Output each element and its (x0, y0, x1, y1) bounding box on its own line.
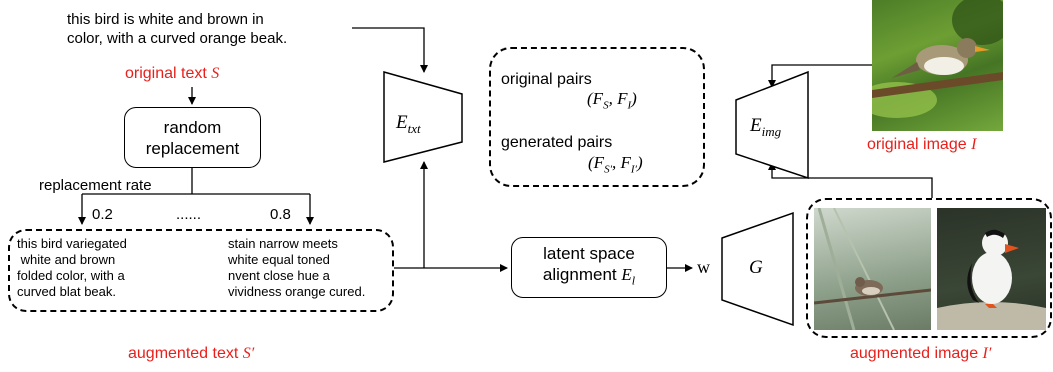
augmented-text-box (8, 229, 394, 312)
original-image-label: original image I (867, 136, 977, 153)
augmented-sample-right: stain narrow meets white equal toned nve… (228, 236, 366, 299)
generated-pairs-formula: (FS′, FI′) (588, 153, 643, 176)
bird-illustration (872, 0, 1003, 131)
text-encoder-label: Etxt (396, 112, 421, 136)
rate-dots: ...... (176, 206, 202, 223)
replacement-rate-label: replacement rate (39, 177, 152, 194)
augmented-image-box (806, 198, 1052, 338)
original-pairs-formula: (FS, FI) (587, 89, 637, 112)
input-text: this bird is white and brown in color, w… (67, 11, 288, 47)
generated-pairs-label: generated pairs (501, 134, 613, 151)
augmented-text-label: augmented text S′ (128, 345, 255, 362)
w-label: w (697, 257, 710, 277)
image-encoder-label: Eimg (750, 115, 782, 139)
original-text-label: original text S (125, 65, 220, 82)
arrow-augmented-to-encoder (768, 162, 933, 198)
original-pairs-label: original pairs (501, 71, 592, 88)
pairs-box (489, 47, 705, 187)
image-encoder-shape (735, 70, 809, 180)
latent-alignment-box: latent space alignment El (511, 237, 667, 298)
augmented-image-2 (937, 208, 1046, 330)
augmented-image-label: augmented image I′ (850, 345, 992, 362)
arrow-image-to-encoder (768, 64, 872, 88)
rate-low: 0.2 (92, 206, 113, 223)
augmented-sample-left: this bird variegated white and brown fol… (17, 236, 127, 299)
rate-high: 0.8 (270, 206, 291, 223)
generator-shape (721, 211, 794, 327)
text-encoder-shape (383, 71, 463, 163)
arrow-text-to-encoder (352, 27, 428, 73)
original-bird-image (872, 0, 1003, 131)
augmented-image-1 (814, 208, 931, 330)
generator-label: G (749, 257, 763, 278)
